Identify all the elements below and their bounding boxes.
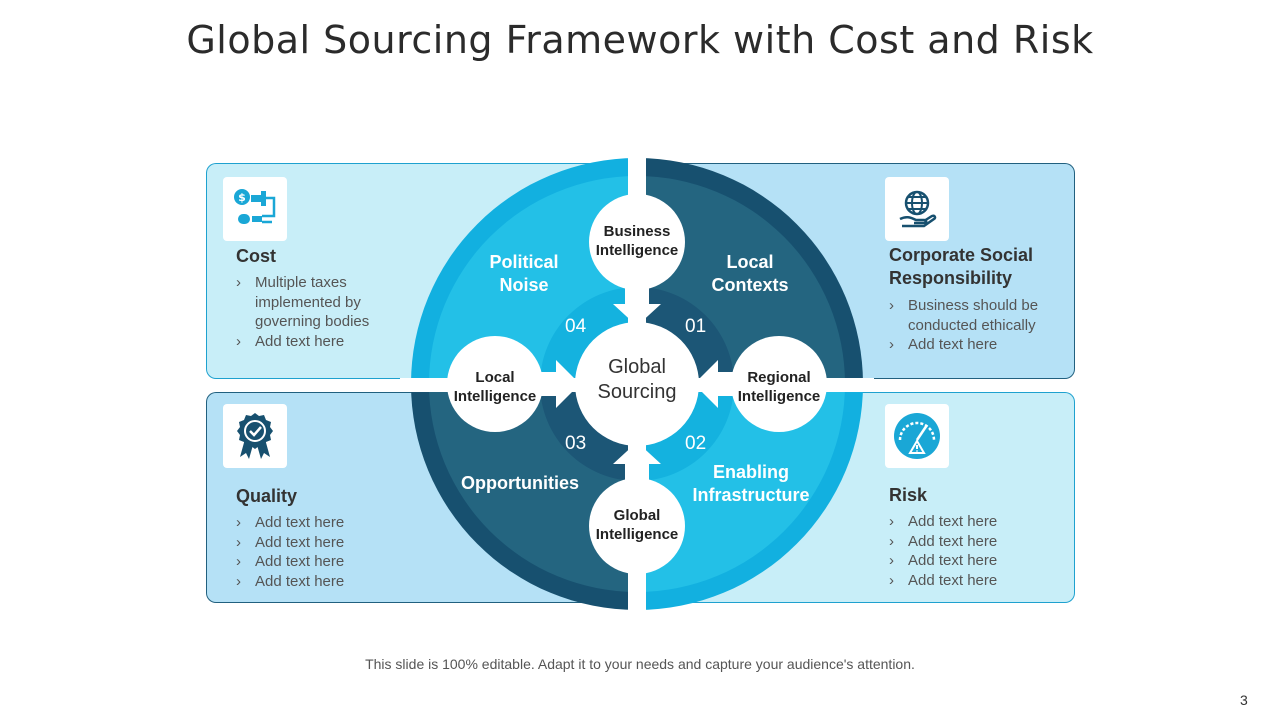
csr-bullets: Business should be conducted ethically A… <box>889 296 1059 355</box>
node-circle-left <box>447 336 543 432</box>
page-number: 3 <box>1240 692 1248 708</box>
cost-bullets: Multiple taxes implemented by governing … <box>236 273 406 351</box>
quadrant-number-02: 02 <box>685 433 707 454</box>
quality-bullet: Add text here <box>236 552 406 572</box>
cost-icon-box: $ <box>223 177 287 241</box>
node-label-local-intelligence: Local Intelligence <box>453 369 537 405</box>
arrow-top <box>613 280 661 326</box>
csr-bullet: Business should be conducted ethically <box>889 296 1059 335</box>
money-transfer-icon: $ <box>234 189 276 224</box>
node-label-global-intelligence: Global Intelligence <box>595 507 679 543</box>
csr-icon-box <box>885 177 949 241</box>
risk-bullet: Add text here <box>889 571 1059 591</box>
node-circle-top <box>589 194 685 290</box>
quadrant-number-01: 01 <box>685 316 707 337</box>
slide-title: Global Sourcing Framework with Cost and … <box>186 18 1094 62</box>
node-label-regional-intelligence: Regional Intelligence <box>737 369 821 405</box>
arrow-left <box>538 360 580 408</box>
quality-bullet: Add text here <box>236 513 406 533</box>
arrow-bottom <box>613 442 661 488</box>
svg-text:$: $ <box>238 191 246 204</box>
quadrant-number-04: 04 <box>565 316 587 337</box>
risk-bullets: Add text here Add text here Add text her… <box>889 512 1059 590</box>
center-label-line1: Global <box>608 356 666 378</box>
risk-bullet: Add text here <box>889 512 1059 532</box>
quality-badge-icon <box>237 413 273 459</box>
quadrant-label-opportunities: Opportunities <box>461 473 579 493</box>
csr-heading: Corporate Social Responsibility <box>889 245 1034 288</box>
globe-in-hand-icon <box>899 190 937 228</box>
risk-icon-box <box>885 404 949 468</box>
quadrant-label-enabling-infrastructure: Enabling Infrastructure <box>692 462 810 505</box>
cost-bullet: Add text here <box>236 332 406 352</box>
quality-bullet: Add text here <box>236 533 406 553</box>
risk-heading: Risk <box>889 485 928 505</box>
cost-heading: Cost <box>236 246 276 266</box>
quality-bullet: Add text here <box>236 572 406 592</box>
node-circle-right <box>731 336 827 432</box>
risk-bullet: Add text here <box>889 532 1059 552</box>
node-label-business-intelligence: Business Intelligence <box>595 223 679 259</box>
center-circle <box>575 322 699 446</box>
quality-icon-box <box>223 404 287 468</box>
risk-bullet: Add text here <box>889 551 1059 571</box>
arrow-right <box>694 360 736 408</box>
quadrant-label-political-noise: Political Noise <box>489 252 559 295</box>
quadrant-label-local-contexts: Local Contexts <box>711 252 789 295</box>
footer-note: This slide is 100% editable. Adapt it to… <box>365 656 915 672</box>
risk-gauge-icon <box>894 413 940 459</box>
csr-bullet: Add text here <box>889 335 1059 355</box>
center-label-line2: Sourcing <box>597 381 677 403</box>
quality-heading: Quality <box>236 486 298 506</box>
quadrant-number-03: 03 <box>565 433 587 454</box>
quality-bullets: Add text here Add text here Add text her… <box>236 513 406 591</box>
cost-bullet: Multiple taxes implemented by governing … <box>236 273 406 332</box>
node-circle-bottom <box>589 478 685 574</box>
center-label: Global Sourcing <box>580 355 694 405</box>
